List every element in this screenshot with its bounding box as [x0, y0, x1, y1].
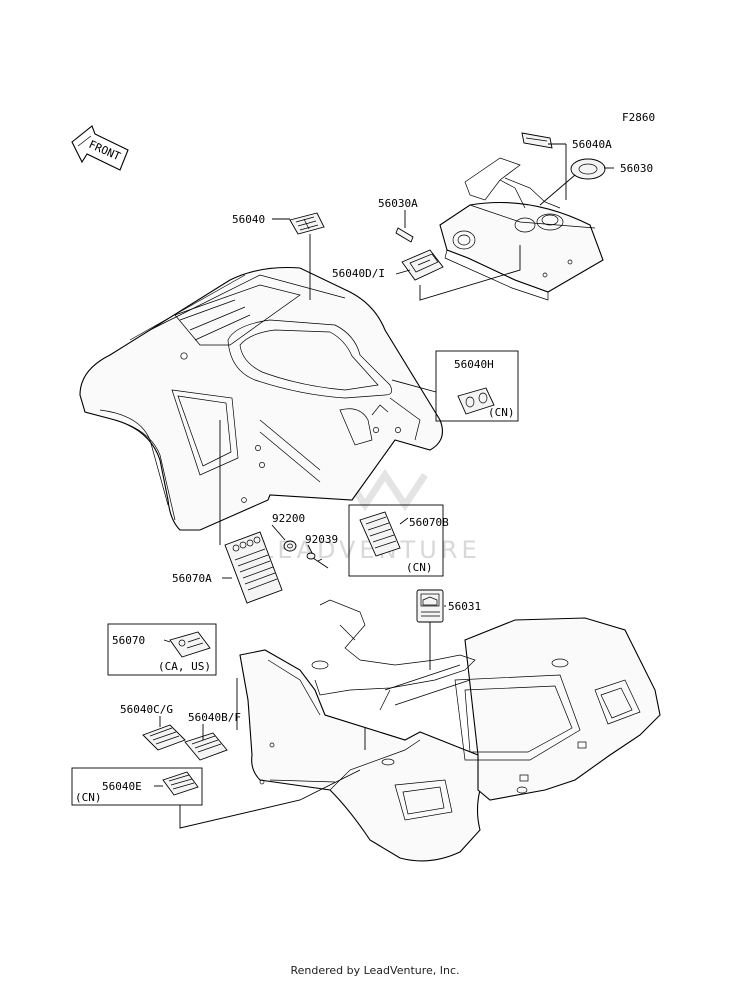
label-56040BF: 56040B/F: [188, 711, 241, 724]
leader-lines: [154, 143, 614, 829]
label-56040: 56040: [232, 213, 265, 226]
label-56070B: [359, 511, 401, 557]
grommet-92200: [283, 540, 297, 552]
label-92200: 92200: [272, 512, 305, 525]
footer-credit: Rendered by LeadVenture, Inc.: [290, 964, 460, 977]
label-56040A: 56040A: [572, 138, 612, 151]
watermark-text: LEADVENTURE: [260, 536, 481, 564]
region-cn-56040H: (CN): [488, 406, 515, 419]
label-56031: 56031: [448, 600, 481, 613]
decal-56030A: [395, 227, 414, 243]
region-cn-56040E: (CN): [75, 791, 102, 804]
front-arrow-icon: [71, 125, 129, 171]
label-56040DI: 56040D/I: [332, 267, 385, 280]
callout-box-56040H: [435, 350, 519, 422]
decal-56040E: [162, 771, 199, 796]
upper-console-cover: [439, 157, 604, 301]
decal-56030: [570, 158, 606, 180]
callout-box-56070B: [348, 504, 444, 577]
decal-56040DI: [401, 249, 444, 281]
rear-fender-lower: [239, 599, 661, 862]
decal-56040CG: [142, 724, 186, 751]
label-56040H: 56040H: [454, 358, 494, 371]
label-56070: 56070: [112, 634, 145, 647]
decal-56040: [289, 212, 325, 235]
figure-code: F2860: [622, 111, 655, 124]
decal-56031: [416, 589, 444, 623]
label-56070A: 56070A: [172, 572, 212, 585]
label-56070B: 56070B: [409, 516, 449, 529]
callout-box-56040E: [71, 767, 203, 806]
callout-box-56070: [107, 623, 217, 676]
decal-56040BF: [184, 732, 228, 761]
decal-56040H: [457, 387, 495, 415]
label-56030: 56030: [620, 162, 653, 175]
rear-fender-upper: [79, 267, 443, 531]
label-56040E: 56040E: [102, 780, 142, 793]
region-ca-us: (CA, US): [158, 660, 211, 673]
label-92039: 92039: [305, 533, 338, 546]
label-56040CG: 56040C/G: [120, 703, 173, 716]
pin-92039: [306, 552, 329, 569]
label-56030A: 56030A: [378, 197, 418, 210]
decal-56040A: [521, 132, 553, 149]
label-56070: [169, 631, 211, 658]
region-cn-56070B: (CN): [406, 561, 433, 574]
label-56070A: [224, 531, 283, 604]
